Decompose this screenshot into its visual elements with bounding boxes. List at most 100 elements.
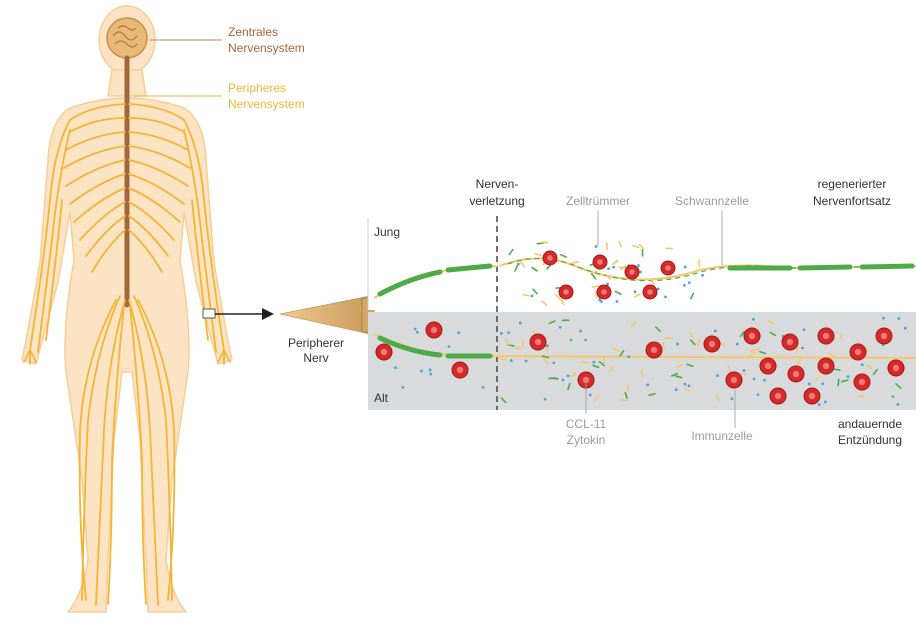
cytokine-dot — [753, 378, 756, 381]
old-label: Alt — [374, 391, 389, 405]
cns-label-line2: Nervensystem — [228, 41, 305, 55]
immune-cell-icon — [625, 265, 639, 279]
cytokine-dot — [593, 361, 596, 364]
debris-fragment — [666, 338, 672, 339]
cytokine-dot — [447, 345, 450, 348]
cytokine-dot — [676, 343, 679, 346]
schwann-cell-label: Schwannzelle — [675, 194, 749, 208]
cytokine-dot — [684, 383, 687, 386]
pns-label-line2: Nervensystem — [228, 97, 305, 111]
cytokine-dot — [589, 394, 592, 397]
cytokine-dot — [818, 403, 821, 406]
cytokine-dot — [414, 328, 417, 331]
cytokine-dot — [457, 331, 460, 334]
immune-cell-icon — [593, 255, 607, 269]
cytokine-dot — [897, 317, 900, 320]
pns-label-line1: Peripheres — [228, 81, 286, 95]
cytokine-dot — [517, 263, 520, 266]
injury-label-line2: verletzung — [469, 194, 524, 208]
cytokine-dot — [612, 266, 615, 269]
debris-fragment — [549, 378, 555, 379]
nerve-label-line1: Peripherer — [288, 336, 344, 350]
cytokine-dot — [847, 375, 850, 378]
cytokine-dot — [567, 375, 570, 378]
cns-label-line1: Zentrales — [228, 25, 278, 39]
cytokine-dot — [675, 388, 678, 391]
cytokine-dot — [684, 266, 687, 269]
cytokine-dot — [420, 370, 423, 373]
immune-cell-icon — [760, 358, 776, 374]
cytokine-dot — [687, 384, 690, 387]
cytokine-dot — [803, 328, 806, 331]
cytokine-dot — [861, 363, 864, 366]
debris-fragment — [834, 369, 840, 370]
immune-cell-icon — [818, 328, 834, 344]
cytokine-dot — [637, 264, 640, 267]
immune-cell-icon — [646, 342, 662, 358]
debris-fragment — [641, 370, 642, 376]
cytokine-dot — [600, 300, 603, 303]
immune-cell-icon — [452, 362, 468, 378]
cytokine-dot — [731, 397, 734, 400]
cytokine-dot — [701, 274, 704, 277]
cytokine-dot — [559, 326, 562, 329]
old-panel — [368, 312, 916, 410]
cytokine-dot — [627, 355, 630, 358]
debris-fragment — [858, 396, 864, 397]
debris-fragment — [753, 350, 759, 351]
inflammation-label-line2: Entzündung — [838, 433, 902, 447]
regen-label-line1: regenerierter — [818, 177, 887, 191]
nerve-label-line2: Nerv — [303, 351, 328, 365]
immune-cell-icon — [426, 322, 442, 338]
cytokine-dot — [429, 368, 432, 371]
immune-cell-icon — [543, 251, 557, 265]
debris-fragment — [523, 341, 524, 347]
cytokine-dot — [752, 318, 755, 321]
cytokine-dot — [519, 322, 522, 325]
human-figure — [22, 6, 232, 612]
immune-cell-icon — [850, 344, 866, 360]
cytokine-dot — [634, 290, 637, 293]
cytokine-dot — [821, 382, 824, 385]
cytokine-dot — [562, 379, 565, 382]
cytokine-dot — [416, 331, 419, 334]
immune-cell-icon — [376, 344, 392, 360]
debris-fragment — [663, 343, 664, 349]
immune-cell-icon — [854, 374, 870, 390]
immune-cell-icon — [559, 285, 573, 299]
cytokine-dot — [394, 366, 397, 369]
cytokine-dot — [664, 295, 667, 298]
cytokine-dot — [552, 362, 555, 365]
immune-cell-icon — [704, 336, 720, 352]
cytokine-dot — [544, 398, 547, 401]
immune-cell-icon — [770, 388, 786, 404]
cytokine-dot — [736, 343, 739, 346]
immune-cell-icon — [888, 360, 904, 376]
cytokine-dot — [595, 245, 598, 248]
immune-cell-icon — [876, 328, 892, 344]
cytokine-dot — [579, 330, 582, 333]
cytokine-dot — [683, 284, 686, 287]
cytokine-dot — [584, 339, 587, 342]
debris-fragment — [838, 379, 839, 385]
immune-cell-icon — [744, 328, 760, 344]
cytokine-dot — [531, 295, 534, 298]
immune-cell-icon — [530, 334, 546, 350]
cytokine-dot — [824, 401, 827, 404]
cytokine-dot — [570, 339, 573, 342]
arrow-head-icon — [262, 308, 274, 320]
cytokine-dot — [510, 359, 513, 362]
young-label: Jung — [374, 225, 400, 239]
debris-fragment — [537, 243, 543, 244]
wrist-zoom-box — [203, 309, 215, 318]
immune-cell-icon — [597, 285, 611, 299]
cytokine-dot — [714, 329, 717, 332]
cytokine-dot — [808, 383, 811, 386]
cytokine-dot — [401, 386, 404, 389]
cytokine-dot — [507, 331, 510, 334]
cytokine-dot — [646, 383, 649, 386]
immune-cell-icon — [661, 261, 675, 275]
cytokine-dot — [525, 360, 528, 363]
cytokine-dot — [429, 373, 432, 376]
